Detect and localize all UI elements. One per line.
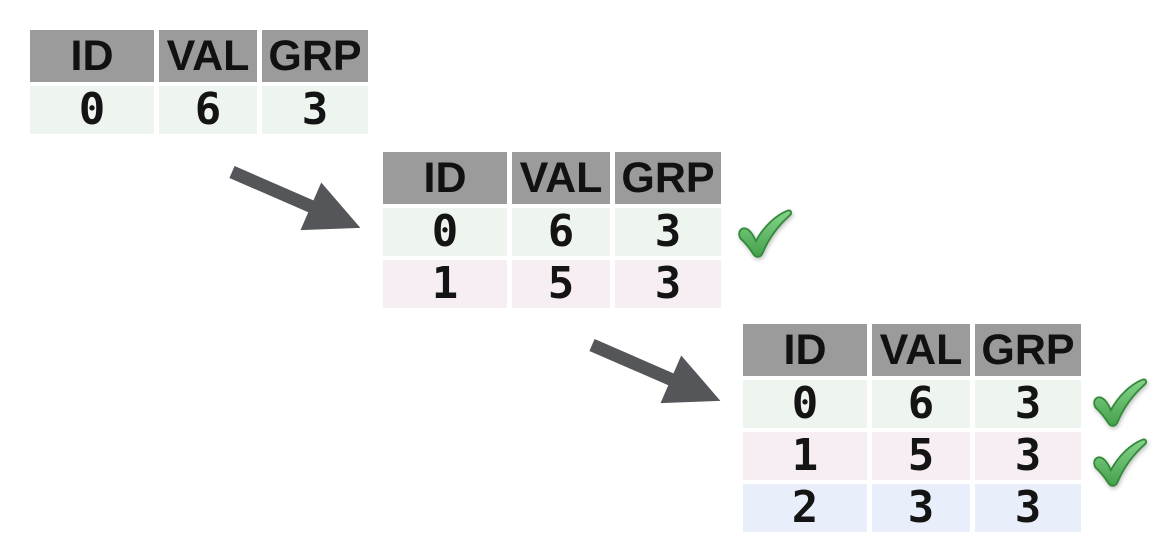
table-cell-grp: 3 [975, 484, 1081, 532]
column-header-val: VAL [159, 30, 257, 82]
column-header-id: ID [743, 324, 867, 376]
table-cell-val: 5 [872, 432, 970, 480]
table-cell-id: 2 [743, 484, 867, 532]
column-header-val: VAL [512, 152, 610, 204]
table-cell-val: 3 [872, 484, 970, 532]
table-cell-val: 6 [512, 208, 610, 256]
column-header-val: VAL [872, 324, 970, 376]
table-cell-val: 5 [512, 260, 610, 308]
table-cell-val: 6 [872, 380, 970, 428]
column-header-grp: GRP [975, 324, 1081, 376]
table-cell-id: 0 [743, 380, 867, 428]
table-step-2: ID VAL GRP 0 6 3 1 5 3 [383, 152, 721, 308]
arrow-icon [589, 339, 721, 404]
table-cell-id: 1 [743, 432, 867, 480]
table-cell-val: 6 [159, 86, 257, 134]
arrow-icon [229, 166, 361, 231]
table-cell-id: 0 [30, 86, 154, 134]
table-cell-grp: 3 [615, 208, 721, 256]
column-header-grp: GRP [262, 30, 368, 82]
column-header-grp: GRP [615, 152, 721, 204]
table-cell-id: 0 [383, 208, 507, 256]
table-cell-grp: 3 [975, 432, 1081, 480]
table-cell-grp: 3 [615, 260, 721, 308]
column-header-id: ID [30, 30, 154, 82]
checkmark-icon [735, 207, 793, 264]
checkmark-icon [1090, 436, 1148, 493]
table-cell-grp: 3 [975, 380, 1081, 428]
table-cell-grp: 3 [262, 86, 368, 134]
checkmark-icon [1090, 376, 1148, 433]
column-header-id: ID [383, 152, 507, 204]
table-step-1: ID VAL GRP 0 6 3 [30, 30, 368, 134]
table-step-3: ID VAL GRP 0 6 3 1 5 3 2 3 3 [743, 324, 1081, 532]
table-cell-id: 1 [383, 260, 507, 308]
